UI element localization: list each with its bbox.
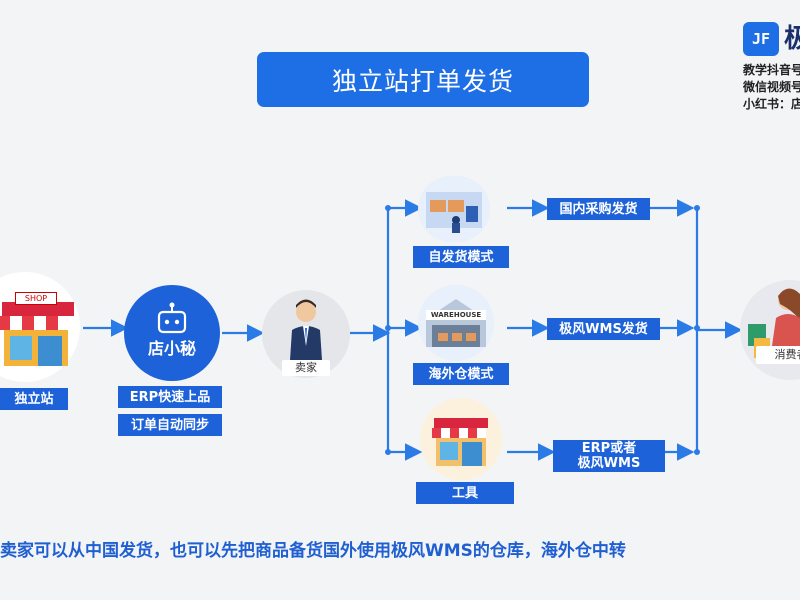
warehouse-worker-icon — [426, 192, 482, 233]
action-erp-or-wms-line-1: ERP或者 — [581, 441, 637, 456]
action-erp-or-wms-line-2: 极风WMS — [577, 456, 641, 471]
consumer-label: 消费者 — [756, 346, 800, 364]
mode-tool-label: 工具 — [416, 482, 514, 504]
page-title: 独立站打单发货 — [257, 52, 589, 107]
erp-tag-2: 订单自动同步 — [118, 414, 222, 436]
brand-line-2: 微信视频号 — [743, 80, 800, 94]
consumer-node: 消费者 — [740, 280, 800, 380]
warehouse-icon — [426, 299, 486, 347]
consumer-icon — [748, 288, 800, 360]
store-node: SHOP — [0, 272, 80, 382]
erp-tag-1: ERP快速上品 — [118, 386, 222, 408]
erp-name: 店小秘 — [147, 339, 196, 358]
store-front-icon — [432, 418, 488, 466]
mode-self-ship-label: 自发货模式 — [413, 246, 509, 268]
warehouse-sign: WAREHOUSE — [426, 310, 486, 320]
brand-line-1: 教学抖音号 — [743, 63, 800, 77]
action-domestic-purchase: 国内采购发货 — [547, 198, 650, 220]
mode-tool-node — [420, 398, 502, 480]
erp-node: 店小秘 — [124, 285, 220, 381]
shop-sign: SHOP — [15, 292, 57, 305]
action-wms-ship: 极风WMS发货 — [547, 318, 660, 340]
brand-line-3: 小红书：店 — [743, 97, 800, 111]
brand-info: 教学抖音号 微信视频号 小红书：店 — [743, 62, 800, 113]
seller-icon — [290, 299, 322, 360]
seller-label: 卖家 — [282, 360, 330, 376]
store-label: 独立站 — [0, 388, 68, 410]
mode-self-ship-node — [418, 176, 490, 242]
mode-overseas-label: 海外仓模式 — [413, 363, 509, 385]
action-erp-or-wms: ERP或者 极风WMS — [553, 440, 665, 472]
mode-overseas-node: WAREHOUSE — [418, 285, 494, 361]
brand-name: 极 — [784, 24, 800, 54]
robot-icon — [157, 302, 187, 334]
brand-logo: JF — [743, 22, 779, 56]
shop-icon — [0, 302, 74, 366]
bottom-caption: 卖家可以从中国发货，也可以先把商品备货国外使用极风WMS的仓库，海外仓中转 — [0, 541, 626, 561]
